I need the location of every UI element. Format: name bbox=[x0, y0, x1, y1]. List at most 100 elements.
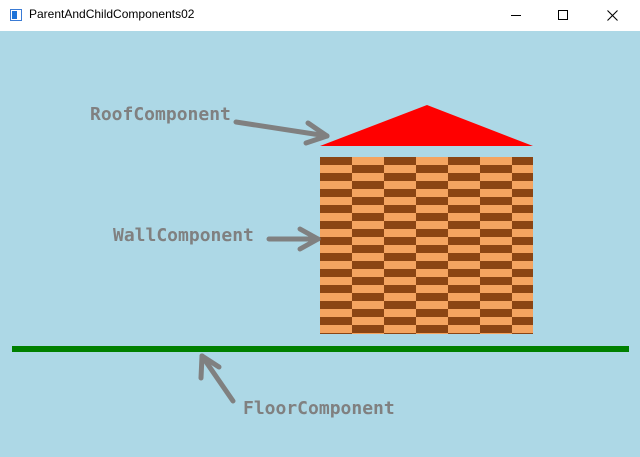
wall-brick bbox=[416, 293, 448, 301]
wall-brick bbox=[480, 261, 512, 269]
wall-brick bbox=[448, 237, 480, 245]
wall-brick bbox=[512, 205, 533, 213]
wall-brick bbox=[352, 261, 384, 269]
wall-brick bbox=[512, 237, 533, 245]
wall-brick bbox=[416, 325, 448, 333]
wall-brick bbox=[512, 269, 533, 277]
wall-brick bbox=[448, 173, 480, 181]
wall-brick bbox=[352, 309, 384, 317]
wall-brick bbox=[352, 293, 384, 301]
wall-brick bbox=[480, 293, 512, 301]
wall-brick bbox=[512, 189, 533, 197]
wall-brick bbox=[416, 277, 448, 285]
wall-brick bbox=[448, 221, 480, 229]
wall-brick bbox=[416, 213, 448, 221]
floor-component bbox=[12, 346, 629, 352]
wall-brick bbox=[352, 213, 384, 221]
wall-brick bbox=[384, 173, 416, 181]
roof-component-label: RoofComponent bbox=[90, 104, 231, 125]
drawing-canvas: RoofComponent WallComponent FloorCompone… bbox=[0, 31, 640, 457]
wall-brick bbox=[512, 301, 533, 309]
wall-brick bbox=[352, 197, 384, 205]
maximize-icon bbox=[558, 10, 568, 20]
wall-brick bbox=[384, 269, 416, 277]
wall-brick bbox=[448, 269, 480, 277]
roof-component bbox=[320, 105, 533, 146]
wall-brick bbox=[384, 221, 416, 229]
wall-brick bbox=[480, 325, 512, 333]
wall-brick bbox=[512, 317, 533, 325]
wall-brick bbox=[448, 317, 480, 325]
wall-brick bbox=[448, 157, 480, 165]
wall-brick bbox=[352, 277, 384, 285]
maximize-button[interactable] bbox=[540, 0, 586, 31]
wall-brick bbox=[480, 213, 512, 221]
window-title: ParentAndChildComponents02 bbox=[29, 7, 195, 21]
wall-brick bbox=[384, 317, 416, 325]
wall-brick bbox=[480, 181, 512, 189]
wall-brick bbox=[448, 189, 480, 197]
wall-brick bbox=[448, 333, 480, 334]
minimize-icon bbox=[511, 15, 521, 16]
wall-component bbox=[320, 157, 533, 334]
wall-brick bbox=[384, 205, 416, 213]
wall-brick bbox=[320, 237, 352, 245]
wall-brick bbox=[480, 245, 512, 253]
annotation-arrows bbox=[198, 119, 330, 404]
wall-brick bbox=[384, 301, 416, 309]
wall-brick bbox=[320, 221, 352, 229]
wall-brick bbox=[384, 333, 416, 334]
wall-brick bbox=[320, 301, 352, 309]
wall-brick bbox=[480, 277, 512, 285]
wall-brick bbox=[448, 285, 480, 293]
wall-brick bbox=[416, 197, 448, 205]
wall-brick bbox=[320, 317, 352, 325]
wall-brick bbox=[320, 269, 352, 277]
wall-brick bbox=[384, 189, 416, 197]
wall-brick bbox=[416, 181, 448, 189]
close-button[interactable] bbox=[588, 0, 634, 31]
minimize-button[interactable] bbox=[494, 0, 540, 31]
wall-brick bbox=[448, 253, 480, 261]
wall-brick bbox=[384, 237, 416, 245]
wall-brick bbox=[512, 253, 533, 261]
wall-brick bbox=[512, 157, 533, 165]
wall-brick bbox=[352, 325, 384, 333]
floor-arrow bbox=[198, 353, 236, 404]
wall-brick bbox=[512, 333, 533, 334]
wall-brick bbox=[512, 285, 533, 293]
wall-brick bbox=[352, 245, 384, 253]
wall-brick bbox=[320, 253, 352, 261]
roof-arrow bbox=[233, 119, 330, 146]
wall-brick bbox=[480, 309, 512, 317]
wall-brick bbox=[512, 173, 533, 181]
wall-brick bbox=[320, 189, 352, 197]
wall-brick bbox=[480, 197, 512, 205]
wall-brick bbox=[384, 253, 416, 261]
wall-brick bbox=[320, 333, 352, 334]
wall-component-label: WallComponent bbox=[113, 225, 254, 246]
wall-brick bbox=[448, 205, 480, 213]
close-icon bbox=[607, 10, 618, 21]
wall-brick bbox=[320, 205, 352, 213]
house-scene bbox=[12, 105, 629, 404]
wall-brick bbox=[416, 261, 448, 269]
window-app-icon[interactable] bbox=[10, 9, 22, 21]
wall-brick bbox=[416, 229, 448, 237]
wall-brick bbox=[320, 173, 352, 181]
wall-brick bbox=[448, 301, 480, 309]
wall-brick bbox=[320, 285, 352, 293]
wall-brick bbox=[384, 285, 416, 293]
title-bar[interactable]: ParentAndChildComponents02 bbox=[0, 0, 640, 31]
wall-brick bbox=[416, 309, 448, 317]
wall-brick bbox=[480, 229, 512, 237]
wall-brick bbox=[352, 181, 384, 189]
wall-brick bbox=[384, 157, 416, 165]
wall-brick bbox=[352, 165, 384, 173]
floor-component-label: FloorComponent bbox=[243, 398, 395, 419]
wall-arrow bbox=[266, 226, 321, 252]
wall-brick bbox=[480, 165, 512, 173]
wall-brick bbox=[416, 245, 448, 253]
wall-brick bbox=[512, 221, 533, 229]
wall-brick bbox=[416, 165, 448, 173]
